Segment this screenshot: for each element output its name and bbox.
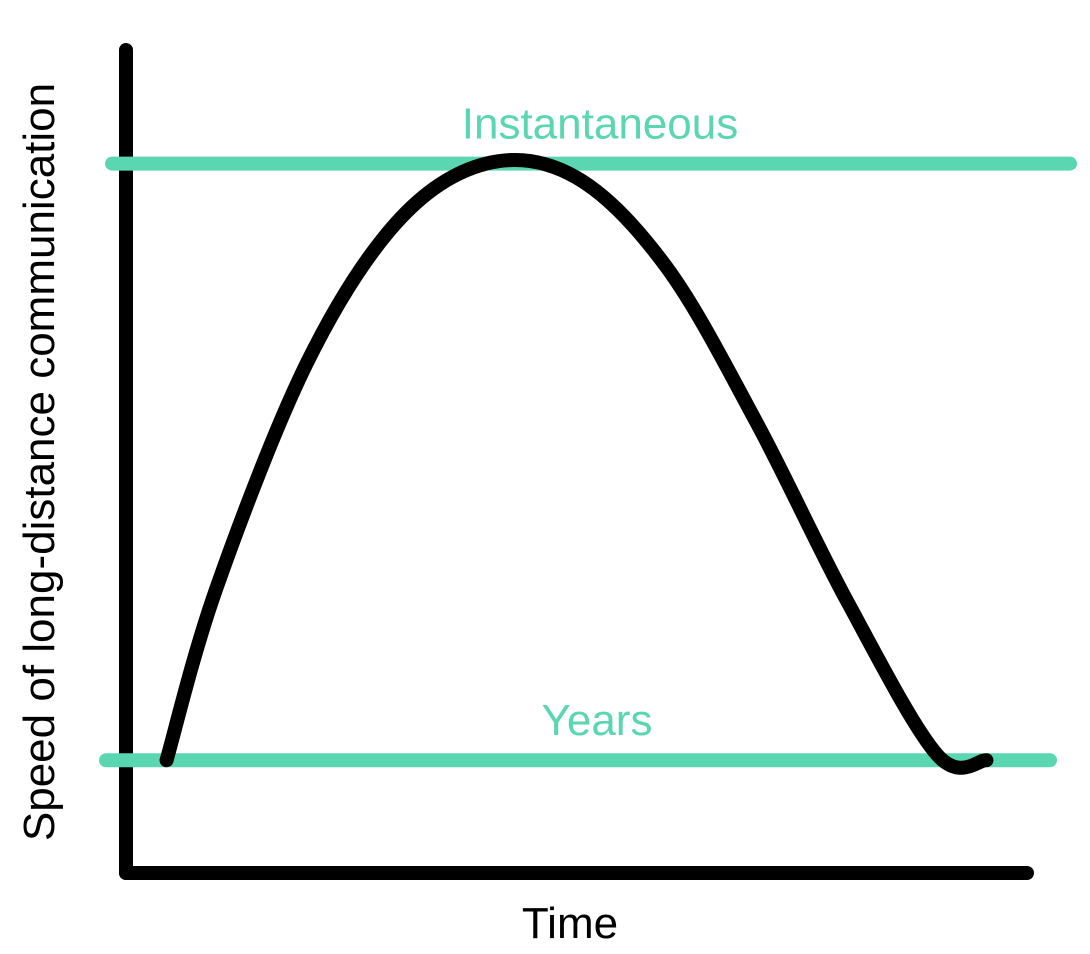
series-layer	[159, 153, 994, 775]
reference-label-0: Instantaneous	[462, 100, 738, 149]
reference-label-1: Years	[542, 696, 653, 745]
series-line-0	[159, 153, 994, 775]
x-axis-label: Time	[522, 899, 618, 948]
axes	[119, 43, 1034, 880]
reference-lines	[99, 156, 1077, 768]
y-axis-label: Speed of long-distance communication	[15, 83, 64, 841]
